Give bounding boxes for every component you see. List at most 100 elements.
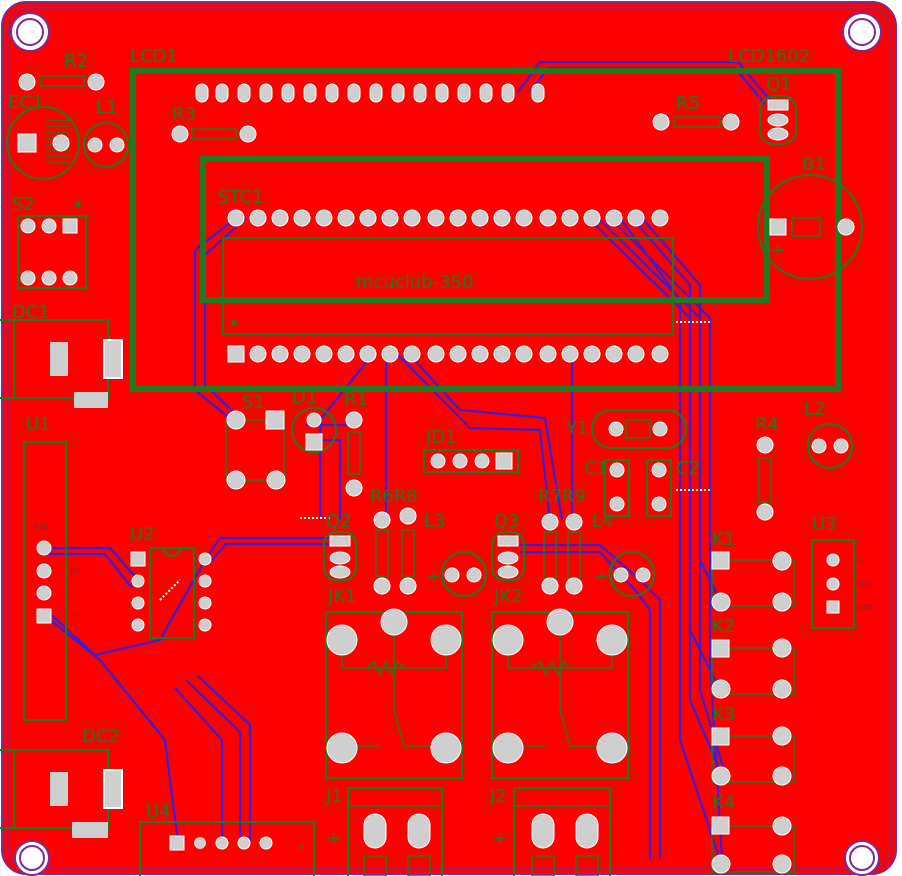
u1-pad-1[interactable] [36, 540, 52, 556]
d1-pad-2[interactable] [305, 433, 323, 451]
stc1-pins[interactable] [227, 209, 669, 363]
s2-pad-6[interactable] [62, 270, 78, 286]
y1-pad-1[interactable] [608, 421, 624, 437]
r1-pad-2[interactable] [345, 479, 363, 497]
y1-pad-2[interactable] [652, 421, 668, 437]
r7-pad-1[interactable] [541, 513, 559, 531]
q2-pad-3[interactable] [329, 565, 351, 579]
jd1-pad-1[interactable] [430, 453, 446, 469]
r8-pad-1[interactable] [399, 507, 417, 525]
u2-pad-4[interactable] [131, 618, 145, 632]
d1-pad-1[interactable] [306, 412, 322, 428]
u4-pad-2[interactable] [194, 837, 206, 849]
u1-pad-4[interactable] [36, 608, 52, 624]
r4-pad-2[interactable] [756, 503, 774, 521]
k3-pad-4[interactable] [772, 766, 792, 786]
l3-pad-2[interactable] [466, 567, 482, 583]
u3-pad-3[interactable] [826, 600, 840, 614]
jk2-pad-5[interactable] [596, 732, 628, 764]
c1-pad-1[interactable] [609, 462, 625, 478]
q1-pad-3[interactable] [767, 127, 789, 141]
s2-pad-3[interactable] [62, 218, 78, 234]
q1-pad-2[interactable] [767, 113, 789, 127]
l4-pad-2[interactable] [635, 567, 651, 583]
c1-pad-2[interactable] [609, 496, 625, 512]
s2-pad-1[interactable] [20, 218, 36, 234]
s2-pad-5[interactable] [41, 270, 57, 286]
l1-pad-1[interactable] [87, 137, 103, 153]
jk2-pad-1[interactable] [492, 624, 524, 656]
k4-pad-1[interactable] [711, 816, 730, 835]
k3-pad-1[interactable] [711, 727, 730, 746]
r4-pad-1[interactable] [756, 436, 774, 454]
l4-pad-1[interactable] [613, 567, 629, 583]
r3-pad-2[interactable] [239, 125, 257, 143]
u2-pad-5[interactable] [198, 552, 212, 566]
dc1-pad-2[interactable] [103, 339, 123, 379]
k2-pad-1[interactable] [711, 639, 730, 658]
jd1-pad-2[interactable] [452, 453, 468, 469]
jk2-pad-4[interactable] [492, 732, 524, 764]
jk2-pad-3[interactable] [596, 624, 628, 656]
j2-pad-1[interactable] [531, 813, 555, 849]
k2-pad-2[interactable] [772, 638, 792, 658]
u4-pad-1[interactable] [169, 835, 185, 851]
k2-pad-4[interactable] [772, 679, 792, 699]
dc2-pad-3[interactable] [72, 822, 108, 838]
r5-pad-1[interactable] [652, 113, 670, 131]
u1-pad-2[interactable] [36, 563, 52, 579]
r2-pad-2[interactable] [87, 73, 105, 91]
k1-pad-3[interactable] [711, 592, 731, 612]
j1-pad-1[interactable] [363, 813, 387, 849]
r6-pad-1[interactable] [373, 511, 391, 529]
l2-pad-2[interactable] [833, 438, 849, 454]
u3-pad-2[interactable] [826, 577, 840, 591]
s1-pad-3[interactable] [226, 470, 246, 490]
s2-pad-4[interactable] [20, 270, 36, 286]
k3-pad-2[interactable] [772, 726, 792, 746]
s2-pad-2[interactable] [41, 218, 57, 234]
u2-pad-1[interactable] [130, 551, 146, 567]
k4-pad-4[interactable] [772, 854, 792, 874]
r6-pad-2[interactable] [373, 577, 391, 595]
jd1-pad-4[interactable] [495, 452, 513, 470]
l2-pad-1[interactable] [811, 438, 827, 454]
ec1-pad-1[interactable] [17, 133, 37, 153]
r1-pad-1[interactable] [345, 411, 363, 429]
u2-pad-3[interactable] [131, 596, 145, 610]
q2-pad-1[interactable] [329, 535, 351, 547]
jd1-pad-3[interactable] [474, 453, 490, 469]
r5-pad-2[interactable] [722, 113, 740, 131]
dc2-pad-2[interactable] [103, 769, 123, 809]
u4-pad-3[interactable] [215, 836, 229, 850]
k3-pad-3[interactable] [711, 766, 731, 786]
q2-pad-2[interactable] [329, 551, 351, 565]
dc1-pad-1[interactable] [50, 342, 68, 376]
r9-pad-2[interactable] [565, 577, 583, 595]
jk1-pad-5[interactable] [430, 732, 462, 764]
k1-pad-2[interactable] [772, 551, 792, 571]
c2-pad-2[interactable] [651, 496, 667, 512]
jk1-pad-4[interactable] [326, 732, 358, 764]
ec1-pad-2[interactable] [52, 134, 70, 152]
k1-pad-1[interactable] [711, 551, 730, 570]
l1-pad-2[interactable] [109, 137, 125, 153]
s1-pad-2[interactable] [265, 410, 285, 430]
q3-pad-2[interactable] [497, 551, 519, 565]
lcd-header[interactable] [195, 83, 545, 103]
s1-pad-4[interactable] [266, 470, 286, 490]
b1-pad-2[interactable] [837, 218, 855, 236]
j2-pad-2[interactable] [575, 813, 599, 849]
l3-pad-1[interactable] [444, 567, 460, 583]
k4-pad-3[interactable] [711, 854, 731, 874]
r7-pad-2[interactable] [541, 577, 559, 595]
j1-pad-2[interactable] [407, 813, 431, 849]
dc2-pad-1[interactable] [50, 772, 68, 806]
q3-pad-1[interactable] [497, 535, 519, 547]
u4-pad-4[interactable] [237, 836, 251, 850]
jk1-pad-1[interactable] [326, 624, 358, 656]
jk1-pad-2[interactable] [380, 608, 408, 636]
r3-pad-1[interactable] [171, 125, 189, 143]
k1-pad-4[interactable] [772, 592, 792, 612]
q3-pad-3[interactable] [497, 565, 519, 579]
